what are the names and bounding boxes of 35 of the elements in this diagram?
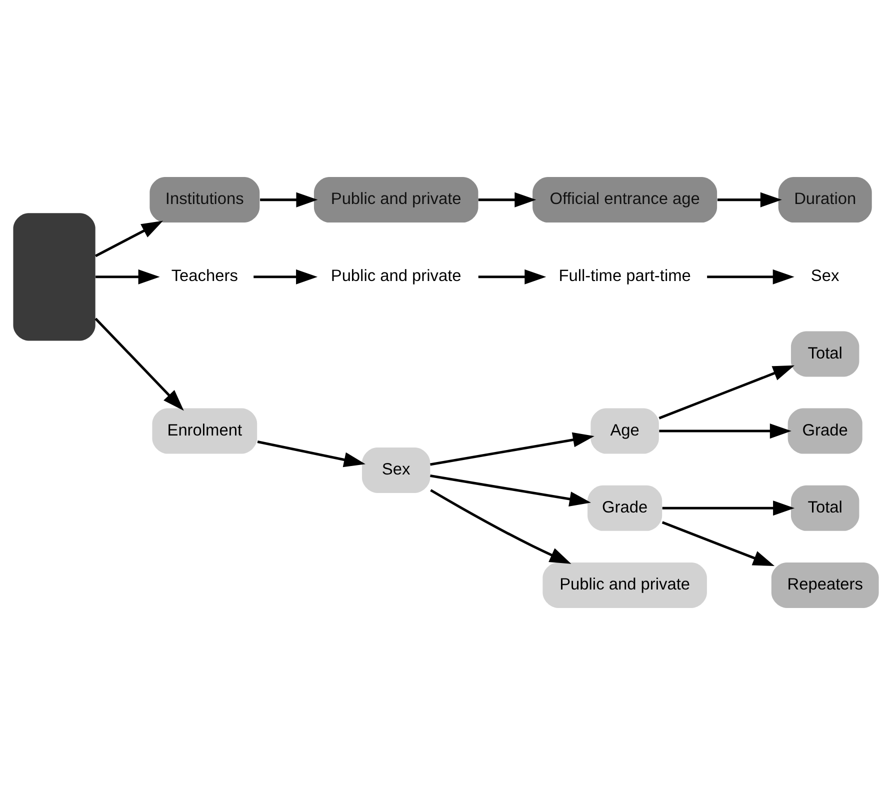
node-text: Teachers xyxy=(171,267,238,286)
node-box: Repeaters xyxy=(771,562,879,608)
node-box xyxy=(13,213,96,341)
node-box: Official entrance age xyxy=(532,177,718,223)
arrow xyxy=(96,269,160,284)
node-box: Public and private xyxy=(314,177,478,223)
arrow xyxy=(662,521,775,566)
arrow xyxy=(659,424,792,439)
arrow xyxy=(257,440,366,468)
node-box: Duration xyxy=(778,177,872,223)
node-box: Institutions xyxy=(150,177,260,223)
arrow xyxy=(94,220,164,258)
arrow xyxy=(430,474,591,507)
arrow xyxy=(707,269,794,284)
node-box: Public and private xyxy=(542,562,707,608)
arrow xyxy=(430,432,594,466)
node-box: Total xyxy=(790,331,860,377)
node-box: Total xyxy=(790,485,860,531)
node-box: Sex xyxy=(362,447,430,493)
arrow xyxy=(658,365,794,420)
arrow xyxy=(254,269,318,284)
arrow xyxy=(478,269,546,284)
arrow xyxy=(260,192,318,208)
node-box: Age xyxy=(590,408,659,454)
arrow xyxy=(478,192,536,208)
arrow xyxy=(717,192,782,208)
node-box: Enrolment xyxy=(152,408,258,454)
node-box: Grade xyxy=(588,485,662,531)
node-text: Full-time part-time xyxy=(558,267,691,286)
arrow xyxy=(662,500,795,516)
arrow xyxy=(430,489,572,564)
node-text: Public and private xyxy=(330,267,462,286)
node-box: Grade xyxy=(788,408,862,454)
arrow xyxy=(94,318,184,411)
node-text: Sex xyxy=(810,267,840,286)
